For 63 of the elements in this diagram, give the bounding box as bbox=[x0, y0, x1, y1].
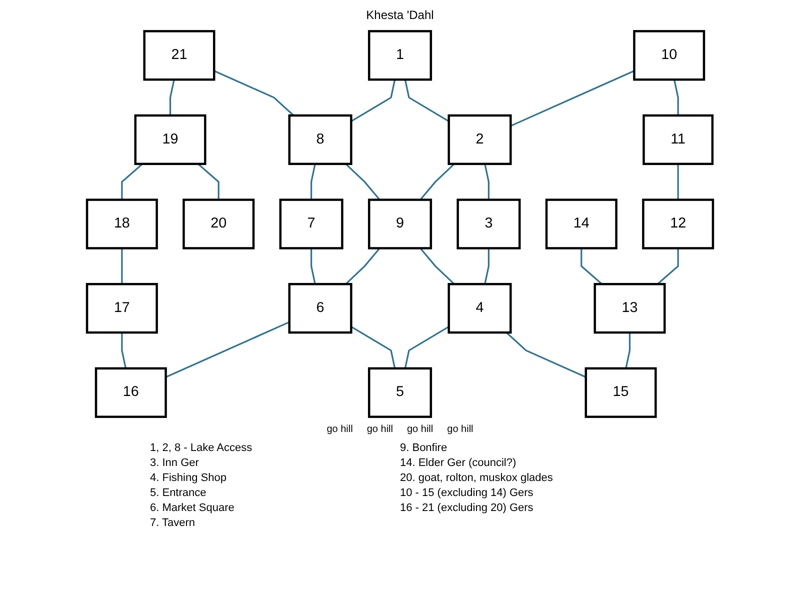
connector bbox=[214, 70, 294, 116]
key-entry: 7. Tavern bbox=[150, 517, 196, 529]
node-box: 1 bbox=[368, 30, 432, 81]
key-entry: 1, 2, 8 - Lake Access bbox=[150, 442, 254, 454]
node-box: 19 bbox=[134, 114, 206, 166]
node-box: 6 bbox=[288, 282, 352, 334]
connector bbox=[310, 248, 316, 284]
key-entry: 9. Bonfire bbox=[400, 442, 448, 454]
node-box: 11 bbox=[642, 114, 714, 166]
connector bbox=[169, 79, 175, 116]
connector bbox=[484, 248, 490, 284]
node-box: 21 bbox=[143, 30, 216, 81]
connector bbox=[506, 332, 586, 378]
node-box: 10 bbox=[633, 30, 706, 81]
connector bbox=[121, 248, 123, 284]
connector bbox=[350, 79, 396, 122]
node-box: 9 bbox=[368, 198, 432, 250]
connector bbox=[121, 163, 144, 200]
key-entry: 3. Inn Ger bbox=[150, 457, 200, 469]
node-box: 13 bbox=[594, 282, 666, 334]
connector bbox=[656, 248, 679, 285]
key-entry: 16 - 21 (excluding 20) Gers bbox=[400, 502, 534, 514]
node-box: 5 bbox=[368, 367, 432, 418]
node-box: 18 bbox=[86, 198, 158, 250]
node-box: 15 bbox=[584, 367, 657, 418]
key-entry: 20. goat, rolton, muskox glades bbox=[400, 472, 554, 484]
connector bbox=[673, 79, 679, 116]
connector bbox=[420, 248, 455, 285]
node-box: 12 bbox=[642, 198, 714, 250]
connector bbox=[310, 164, 316, 200]
connector bbox=[580, 248, 602, 285]
connector bbox=[350, 326, 396, 369]
diagram-title: Khesta 'Dahl bbox=[365, 8, 435, 24]
connector bbox=[345, 163, 380, 200]
node-box: 20 bbox=[182, 198, 255, 250]
node-box: 8 bbox=[288, 114, 352, 166]
note-text: go hill bbox=[407, 424, 434, 437]
connector bbox=[404, 79, 450, 122]
connector bbox=[404, 326, 450, 369]
connector bbox=[510, 70, 635, 127]
connector bbox=[198, 163, 220, 200]
node-box: 7 bbox=[279, 198, 344, 250]
node-box: 17 bbox=[86, 282, 158, 334]
node-box: 4 bbox=[448, 282, 512, 334]
key-entry: 14. Elder Ger (council?) bbox=[400, 457, 518, 469]
key-entry: 5. Entrance bbox=[150, 487, 208, 499]
node-box: 16 bbox=[94, 367, 167, 418]
key-entry: 4. Fishing Shop bbox=[150, 472, 228, 484]
node-box: 14 bbox=[545, 198, 618, 250]
connector bbox=[165, 321, 290, 378]
note-text: go hill bbox=[366, 424, 393, 437]
connector bbox=[121, 332, 127, 369]
key-entry: 10 - 15 (excluding 14) Gers bbox=[400, 487, 534, 499]
connector bbox=[484, 164, 490, 200]
connector bbox=[420, 163, 455, 200]
node-box: 3 bbox=[456, 198, 521, 250]
connector bbox=[625, 332, 631, 369]
node-box: 2 bbox=[448, 114, 512, 166]
connector bbox=[345, 248, 380, 285]
note-text: go hill bbox=[326, 424, 353, 437]
connector bbox=[677, 164, 679, 200]
key-entry: 6. Market Square bbox=[150, 502, 236, 514]
note-text: go hill bbox=[447, 424, 474, 437]
